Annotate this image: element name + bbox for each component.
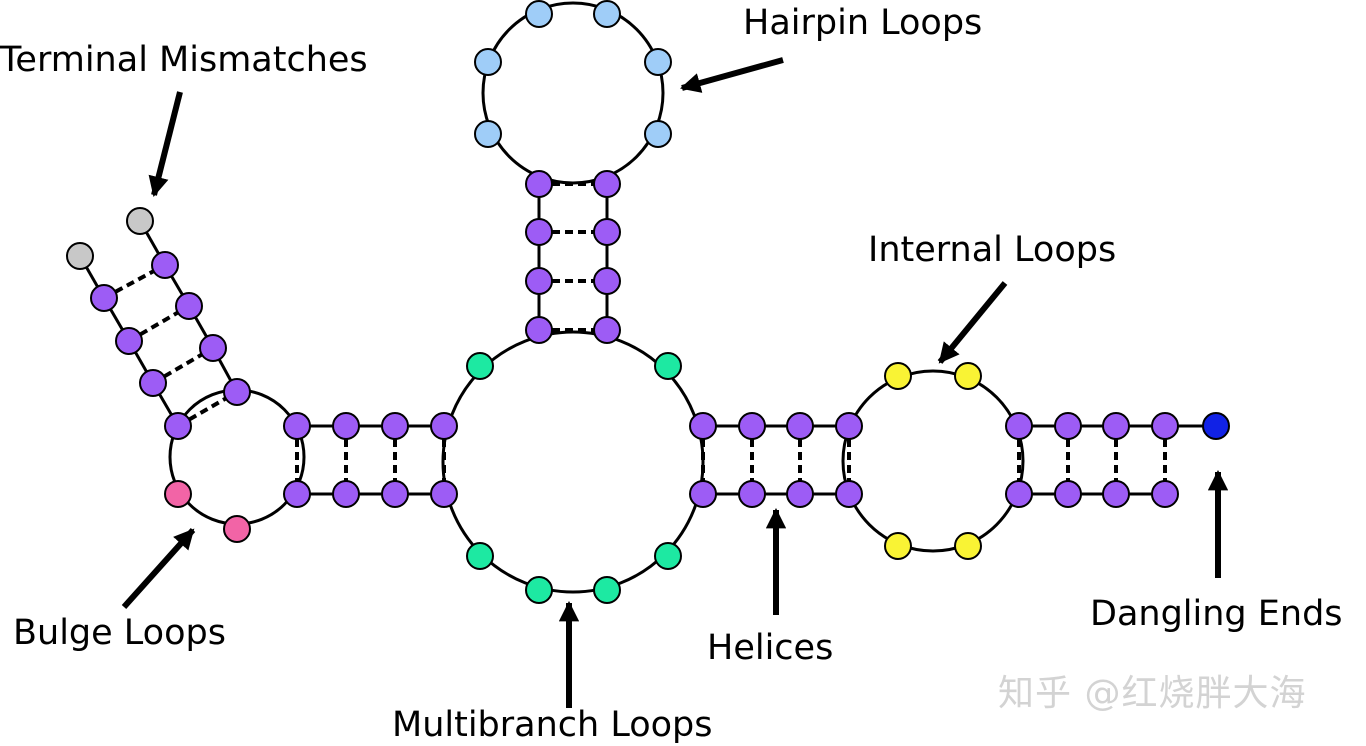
- helix-nucleotide: [593, 218, 621, 246]
- helix-nucleotide: [283, 480, 311, 508]
- label-terminal-mismatches: Terminal Mismatches: [0, 40, 368, 80]
- helix-nucleotide: [1054, 480, 1082, 508]
- helix-nucleotide: [689, 480, 717, 508]
- arrow-bulge-loops: [121, 527, 196, 610]
- helix-nucleotide: [283, 412, 311, 440]
- hairpin-loop-nucleotide: [644, 120, 672, 148]
- label-bulge-loops: Bulge Loops: [13, 613, 226, 653]
- arrows: [121, 57, 1229, 708]
- hairpin-loop-nucleotide: [525, 0, 553, 28]
- helix-nucleotide: [90, 284, 118, 312]
- helix-nucleotide: [164, 412, 192, 440]
- helix-nucleotide: [1005, 480, 1033, 508]
- helix-nucleotide: [835, 480, 863, 508]
- helix-nucleotide: [430, 412, 458, 440]
- internal-loop-nucleotide: [884, 362, 912, 390]
- helix-nucleotide: [835, 412, 863, 440]
- helix-nucleotide: [332, 412, 360, 440]
- helix-nucleotide: [199, 334, 227, 362]
- helix-nucleotide: [430, 480, 458, 508]
- bulge-loop-nucleotide: [223, 515, 251, 543]
- helix-nucleotide: [1102, 480, 1130, 508]
- internal-loop-outline: [841, 369, 1025, 553]
- helix-nucleotide: [115, 327, 143, 355]
- label-helices: Helices: [707, 628, 833, 668]
- helix-nucleotide: [593, 267, 621, 295]
- internal-loop-nucleotide: [954, 532, 982, 560]
- helix-nucleotide: [151, 251, 179, 279]
- multibranch-loop-nucleotide: [654, 542, 682, 570]
- helix-nucleotide: [381, 480, 409, 508]
- watermark: 知乎 @红烧胖大海: [998, 673, 1307, 714]
- helix-nucleotide: [1151, 412, 1179, 440]
- hairpin-loop-nucleotide: [474, 120, 502, 148]
- hairpin-loop-nucleotide: [644, 48, 672, 76]
- helix-nucleotide: [593, 170, 621, 198]
- helix-nucleotide: [223, 378, 251, 406]
- nucleotides: [66, 0, 1230, 604]
- multibranch-loop-nucleotide: [593, 576, 621, 604]
- helix-nucleotide: [786, 412, 814, 440]
- multibranch-loop-nucleotide: [654, 352, 682, 380]
- helix-nucleotide: [525, 218, 553, 246]
- helix-nucleotide: [593, 316, 621, 344]
- helix-nucleotide: [139, 369, 167, 397]
- helix-nucleotide: [525, 316, 553, 344]
- helix-nucleotide: [1005, 412, 1033, 440]
- dangling-end-nucleotide: [1202, 412, 1230, 440]
- label-internal-loops: Internal Loops: [868, 230, 1116, 270]
- helix-nucleotide: [1151, 480, 1179, 508]
- bulge-loop-outline: [168, 388, 306, 526]
- bulge-loop-nucleotide: [164, 480, 192, 508]
- helix-nucleotide: [1102, 412, 1130, 440]
- helix-nucleotide: [175, 292, 203, 320]
- helix-nucleotide: [332, 480, 360, 508]
- hairpin-loop-nucleotide: [593, 0, 621, 28]
- hairpin-loop-outline: [481, 1, 665, 185]
- multibranch-loop-nucleotide: [525, 576, 553, 604]
- terminal-mismatch-nucleotide: [126, 207, 154, 235]
- helix-nucleotide: [786, 480, 814, 508]
- internal-loop-nucleotide: [954, 362, 982, 390]
- label-multibranch-loops: Multibranch Loops: [392, 705, 713, 745]
- multibranch-loop-nucleotide: [466, 352, 494, 380]
- label-dangling-ends: Dangling Ends: [1090, 594, 1343, 634]
- label-hairpin-loops: Hairpin Loops: [743, 3, 982, 43]
- helix-nucleotide: [1054, 412, 1082, 440]
- arrow-hairpin-loops: [680, 57, 784, 93]
- multibranch-loop-nucleotide: [466, 542, 494, 570]
- hairpin-loop-nucleotide: [474, 48, 502, 76]
- helix-nucleotide: [689, 412, 717, 440]
- labels: Terminal Mismatches Hairpin Loops Intern…: [0, 3, 1343, 745]
- internal-loop-nucleotide: [884, 532, 912, 560]
- arrow-internal-loops: [937, 281, 1008, 364]
- helix-nucleotide: [738, 412, 766, 440]
- helix-nucleotide: [525, 267, 553, 295]
- helix-nucleotide: [525, 170, 553, 198]
- arrow-terminal-mismatches: [148, 91, 183, 197]
- helix-nucleotide: [738, 480, 766, 508]
- terminal-mismatch-nucleotide: [66, 242, 94, 270]
- helix-nucleotide: [381, 412, 409, 440]
